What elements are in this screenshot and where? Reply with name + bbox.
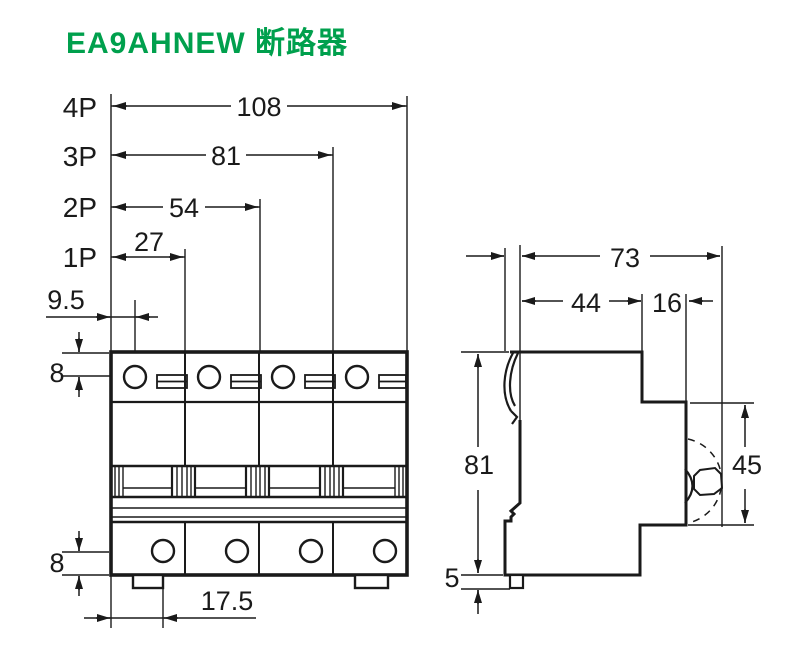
- terminal-screw: [122, 364, 148, 390]
- top-terminal-screws: [122, 364, 370, 390]
- terminal-screw: [224, 538, 250, 564]
- module-separators: [184, 353, 334, 574]
- dim-clip-foot-height: 5: [444, 563, 459, 593]
- mounting-foot: [131, 573, 165, 590]
- dim-width-3p: 81: [211, 141, 241, 171]
- side-arrowheads: [474, 252, 749, 604]
- side-dimension-lines: [466, 255, 746, 614]
- terminal-screw: [298, 538, 324, 564]
- mounting-foot: [353, 573, 390, 590]
- pole-label-4p: 4P: [63, 92, 97, 123]
- din-rail-clip-spring: [503, 352, 519, 425]
- dim-front-face-height: 45: [732, 450, 762, 480]
- breaker-side-body: [503, 350, 724, 590]
- front-arrowheads: [75, 102, 405, 622]
- dim-rear-depth: 44: [571, 288, 601, 318]
- terminal-screw: [150, 538, 176, 564]
- side-view-drawing: [461, 245, 754, 614]
- bottom-terminal-screws: [150, 538, 398, 564]
- dim-front-depth: 16: [652, 288, 682, 318]
- dim-body-height: 81: [464, 450, 494, 480]
- dim-bottom-screw-depth: 8: [49, 548, 64, 578]
- breaker-front-body: [109, 350, 409, 590]
- terminal-screw: [372, 538, 398, 564]
- terminal-screw: [196, 364, 222, 390]
- dim-width-2p: 54: [169, 193, 199, 223]
- terminal-screw: [344, 364, 370, 390]
- terminal-screw: [270, 364, 296, 390]
- front-view-drawing: [46, 94, 409, 628]
- dim-width-4p: 108: [236, 92, 281, 122]
- dim-top-screw-depth: 8: [49, 358, 64, 388]
- dim-top-screw-offset: 9.5: [47, 285, 85, 315]
- din-clip-foot: [508, 573, 525, 590]
- page-title: EA9AHNEW 断路器: [66, 27, 348, 60]
- pole-label-3p: 3P: [63, 141, 97, 172]
- dim-width-1p: 27: [134, 227, 164, 257]
- front-extension-lines: [62, 94, 408, 628]
- handle-swing-arc: [687, 438, 723, 524]
- dim-total-depth: 73: [610, 243, 640, 273]
- pole-label-2p: 2P: [63, 192, 97, 223]
- side-view-labels: 73 44 16 81 45 5: [444, 243, 762, 593]
- pole-label-1p: 1P: [63, 242, 97, 273]
- label-windows: [156, 374, 407, 389]
- toggle-ribs: [114, 466, 404, 497]
- front-view-labels: 4P 3P 2P 1P 108 81 54 27 9.5 8 8 17.5: [47, 92, 281, 616]
- toggle-handle-band: [111, 464, 407, 499]
- dim-bottom-screw-offset: 17.5: [201, 586, 254, 616]
- toggle-pivot-boss: [684, 468, 694, 504]
- side-body-outline: [503, 350, 688, 577]
- toggle-handle: [693, 466, 724, 497]
